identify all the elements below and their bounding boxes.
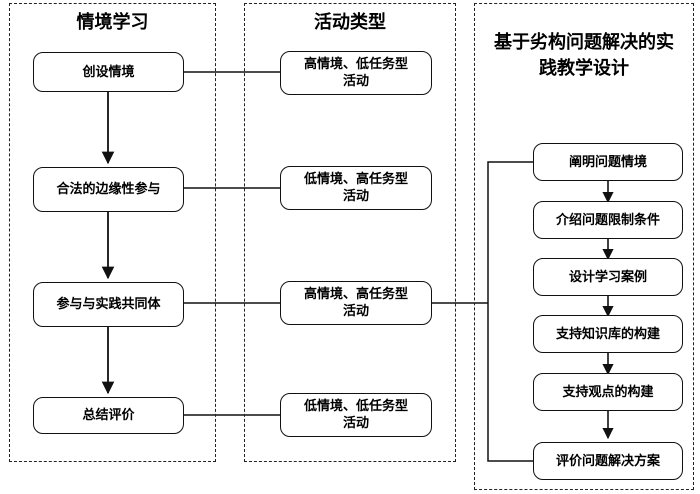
step-label: 阐明问题情境 (568, 154, 647, 170)
panel-situated-learning: 情境学习 (9, 3, 216, 462)
activity-line2: 活动 (342, 304, 369, 319)
stage-label: 参与与实践共同体 (56, 297, 161, 312)
panel-title-activity-types: 活动类型 (314, 12, 386, 33)
stage-label: 合法的边缘性参与 (56, 182, 161, 197)
stage-create-situation: 创设情境 (33, 52, 184, 92)
step-label: 支持观点的构建 (562, 384, 654, 400)
activity-line1: 低情境、低任务型 (303, 399, 408, 414)
step-knowledge-base: 支持知识库的构建 (533, 315, 683, 353)
right-bracket (487, 161, 533, 462)
activity-high-low: 高情境、低任务型 活动 (280, 51, 432, 95)
activity-line2: 活动 (342, 74, 369, 89)
step-label: 设计学习案例 (568, 269, 647, 285)
step-label: 介绍问题限制条件 (555, 212, 660, 228)
stage-label: 总结评价 (82, 408, 135, 423)
stage-community-practice: 参与与实践共同体 (33, 282, 184, 327)
step-design-case: 设计学习案例 (533, 258, 683, 296)
activity-low-low: 低情境、低任务型 活动 (280, 393, 432, 437)
activity-line1: 高情境、高任务型 (303, 287, 408, 302)
activity-line2: 活动 (342, 416, 369, 431)
activity-low-high: 低情境、高任务型 活动 (280, 166, 432, 210)
step-label: 评价问题解决方案 (555, 453, 660, 469)
stage-label: 创设情境 (82, 64, 135, 80)
stage-legitimate-peripheral: 合法的边缘性参与 (33, 167, 184, 212)
activity-line2: 活动 (342, 189, 369, 204)
step-introduce-constraints: 介绍问题限制条件 (533, 201, 683, 239)
stage-summary-evaluation: 总结评价 (33, 397, 184, 434)
panel-activity-types: 活动类型 (244, 3, 456, 462)
activity-line1: 低情境、高任务型 (303, 172, 408, 187)
step-label: 支持知识库的构建 (555, 326, 660, 342)
step-viewpoint-construction: 支持观点的构建 (533, 373, 683, 411)
step-evaluate-solution: 评价问题解决方案 (533, 442, 683, 480)
panel-title-situated-learning: 情境学习 (76, 12, 149, 33)
step-clarify-situation: 阐明问题情境 (533, 143, 683, 181)
panel-practice-design: 基于劣构问题解决的实践教学设计 (474, 3, 694, 490)
activity-line1: 高情境、低任务型 (303, 57, 408, 72)
panel-title-practice-design: 基于劣构问题解决的实践教学设计 (494, 32, 674, 79)
activity-high-high: 高情境、高任务型 活动 (280, 281, 432, 325)
